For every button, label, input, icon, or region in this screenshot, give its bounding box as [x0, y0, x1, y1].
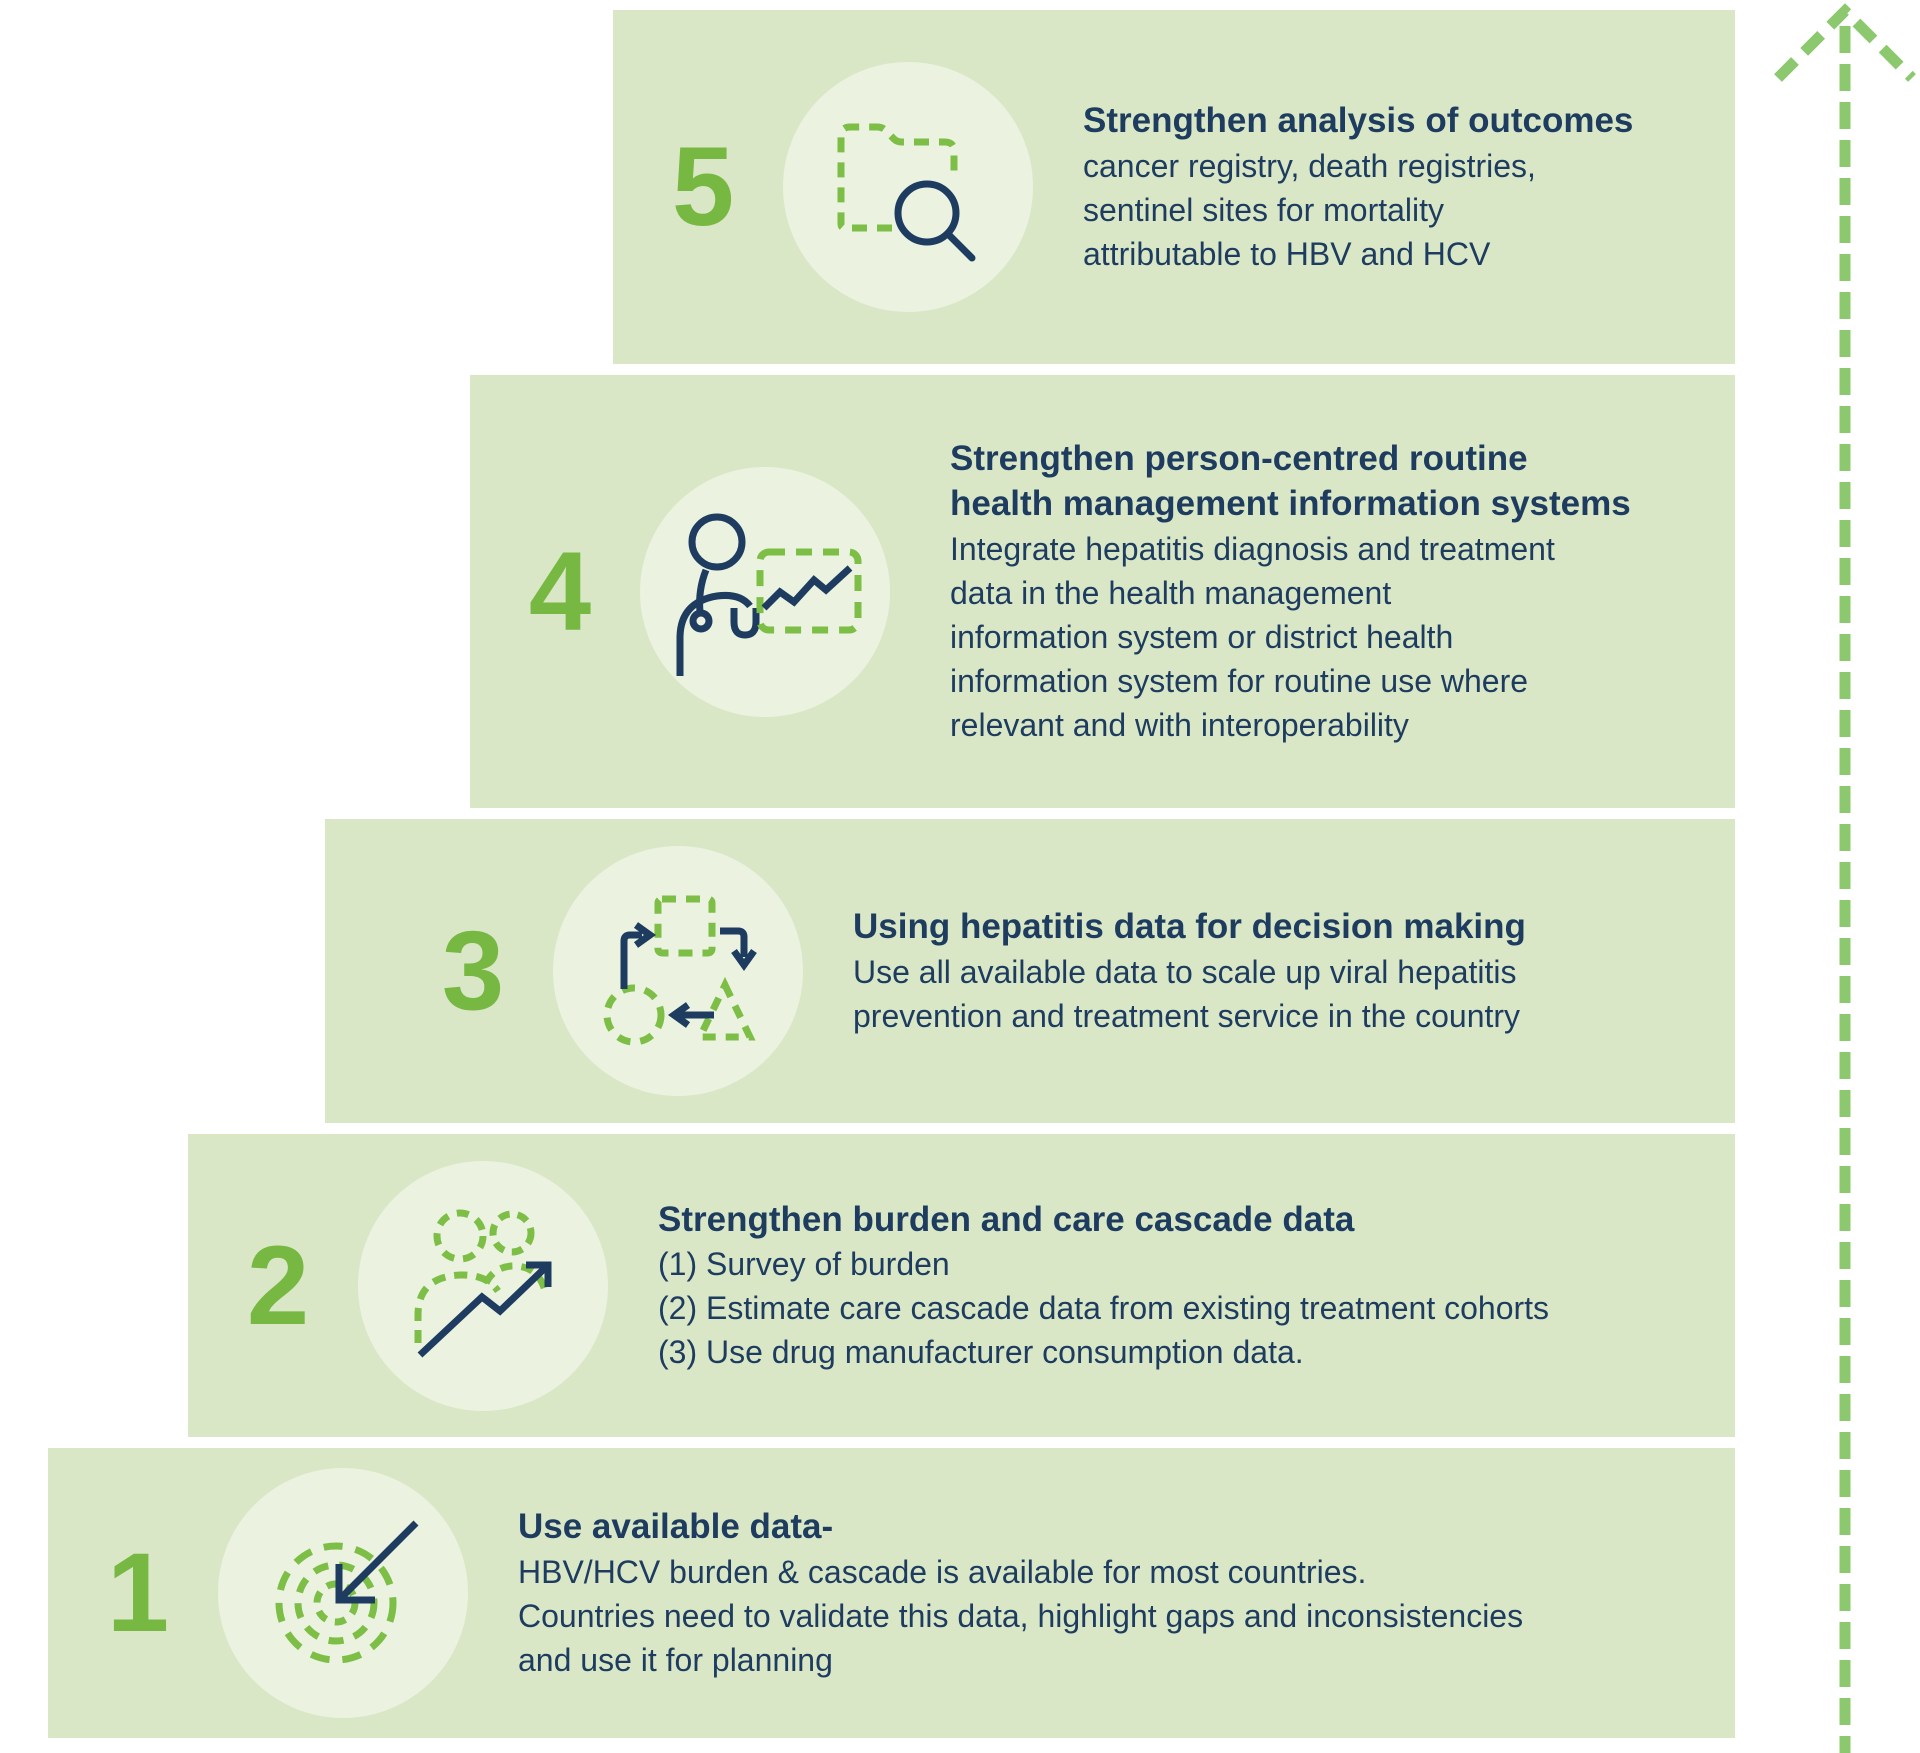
step-2-number: 2: [246, 1222, 310, 1348]
step-2-body: (1) Survey of burden (2) Estimate care c…: [658, 1246, 1550, 1371]
step-2-icon-circle: [358, 1160, 608, 1411]
step-2-text: Strengthen burden and care cascade data …: [658, 1197, 1549, 1375]
step-4-icon-circle: [640, 466, 890, 717]
step-5-bar: 5 Strengthen analysis of outcomes cancer…: [613, 10, 1735, 364]
step-5-title: Strengthen analysis of outcomes: [1083, 101, 1634, 141]
step-5-text: Strengthen analysis of outcomes cancer r…: [1083, 98, 1633, 276]
step-4-bar: 4 Strengthen person-centred routine heal…: [470, 375, 1735, 808]
step-1-bar: 1 Use available data- HBV/HCV burden & c…: [48, 1448, 1735, 1738]
step-3-body: Use all available data to scale up viral…: [853, 953, 1521, 1034]
step-4-text: Strengthen person-centred routine health…: [950, 436, 1631, 748]
step-3-text: Using hepatitis data for decision making…: [853, 904, 1526, 1038]
step-3-number: 3: [441, 908, 505, 1033]
step-4-number: 4: [528, 528, 592, 654]
process-cycle-icon: [603, 895, 757, 1046]
step-1-title: Use available data-: [518, 1507, 834, 1547]
step-4-body: Integrate hepatitis diagnosis and treatm…: [950, 530, 1555, 744]
folder-search-icon: [837, 123, 976, 261]
step-1-body: HBV/HCV burden & cascade is available fo…: [518, 1553, 1524, 1678]
step-5-body: cancer registry, death registries, senti…: [1083, 147, 1536, 272]
step-1-number: 1: [106, 1530, 170, 1655]
step-1-icon-circle: [218, 1468, 468, 1718]
step-3-title: Using hepatitis data for decision making: [853, 907, 1526, 947]
population-trend-icon: [414, 1209, 551, 1358]
step-3-icon-circle: [553, 846, 803, 1096]
step-5-icon-circle: [783, 62, 1033, 312]
up-arrow-icon: [1774, 3, 1916, 1753]
step-2-bar: 2 Strengthen burden and care cascade dat…: [188, 1134, 1735, 1437]
target-arrow-icon: [275, 1520, 418, 1663]
step-3-bar: 3 Using hepatitis data for decision maki…: [325, 819, 1735, 1123]
clinician-chart-icon: [676, 513, 862, 676]
step-2-title: Strengthen burden and care cascade data: [658, 1199, 1355, 1239]
step-4-title: Strengthen person-centred routine health…: [950, 438, 1631, 524]
step-5-number: 5: [671, 124, 735, 249]
step-1-text: Use available data- HBV/HCV burden & cas…: [518, 1504, 1523, 1682]
